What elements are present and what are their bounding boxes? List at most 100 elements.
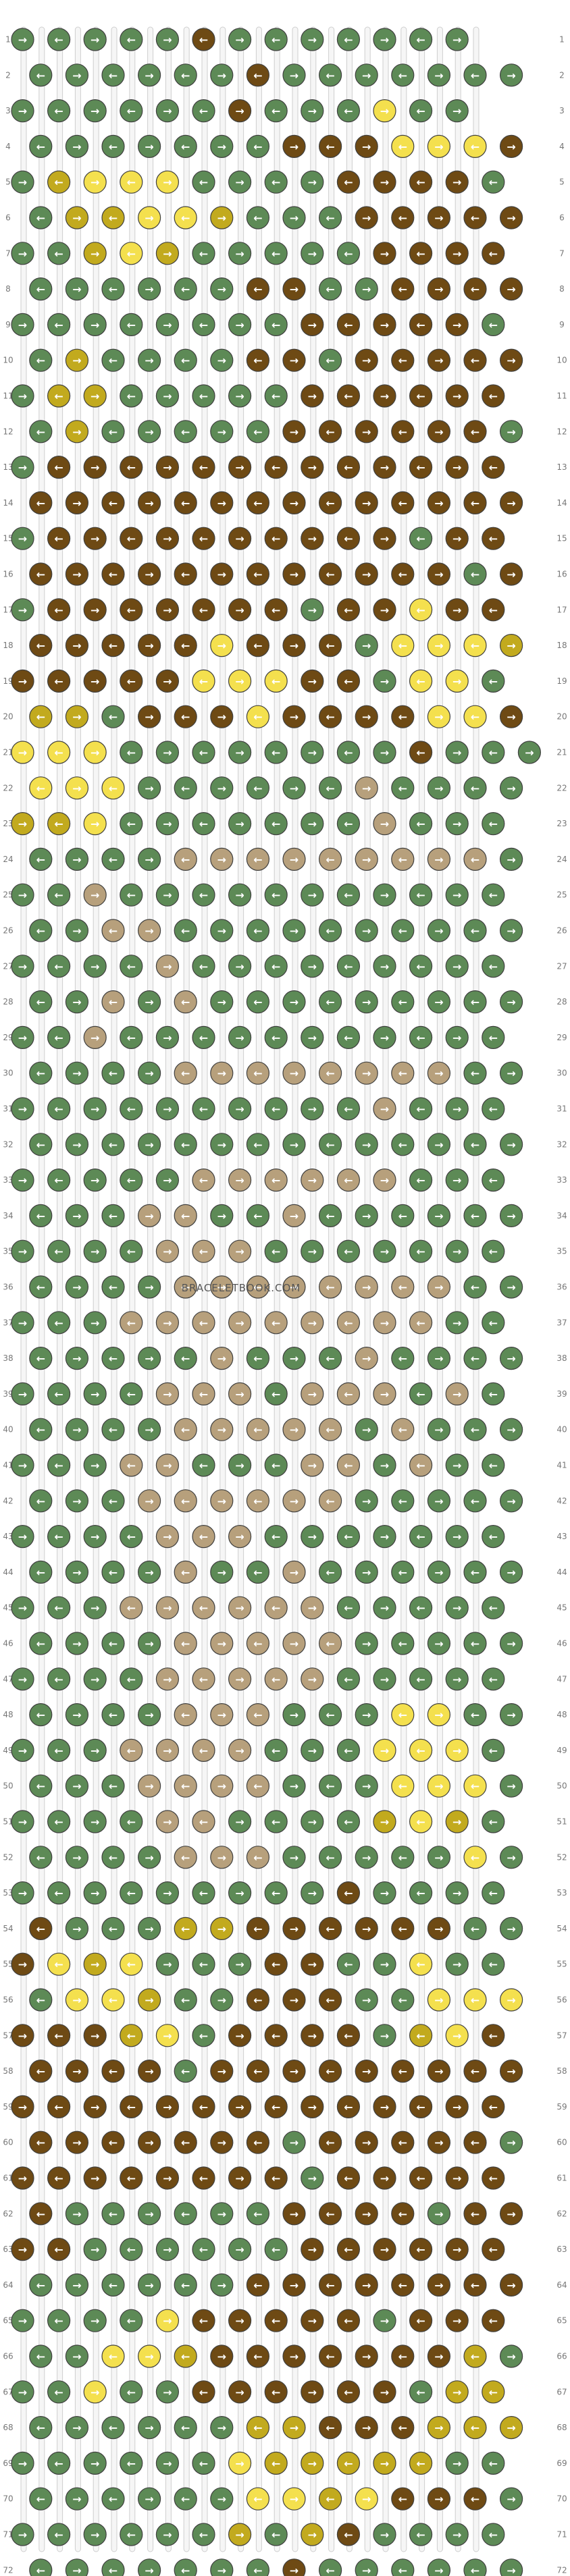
knot: ←: [120, 1596, 143, 1619]
knot-arrow: ←: [54, 1031, 63, 1044]
knot-arrow: →: [434, 1424, 443, 1437]
knot: ←: [264, 811, 288, 836]
knot: ←: [319, 1061, 342, 1085]
knot-arrow: ←: [471, 497, 480, 510]
knot-arrow: ←: [36, 853, 45, 866]
knot: ←: [319, 847, 342, 871]
knot-arrow: ←: [471, 1566, 480, 1579]
knot-arrow: ←: [416, 34, 425, 47]
knot-arrow: ←: [127, 1530, 136, 1543]
knot-arrow: ←: [416, 1031, 425, 1044]
knot: ←: [391, 1703, 415, 1727]
knot: ←: [409, 2309, 433, 2332]
knot: ←: [319, 705, 342, 728]
knot-arrow: ←: [36, 2207, 45, 2220]
knot-arrow: →: [434, 639, 443, 652]
knot-arrow: →: [145, 782, 153, 795]
knot-arrow: ←: [127, 1174, 136, 1187]
knot: ←: [192, 384, 215, 408]
knot: ←: [319, 2273, 342, 2297]
knot-arrow: ←: [398, 1851, 407, 1864]
row-number-right: 28: [556, 997, 567, 1007]
knot: ←: [101, 277, 125, 301]
knot: →: [499, 633, 523, 658]
knot-arrow: ←: [344, 1388, 353, 1401]
knot-arrow: ←: [416, 1316, 425, 1329]
knot-arrow: ←: [109, 1566, 118, 1579]
knot-arrow: ←: [344, 2101, 353, 2114]
knot: ←: [101, 1489, 125, 1513]
knot-arrow: ←: [344, 390, 353, 403]
knot-arrow: →: [18, 1744, 27, 1757]
knot: →: [83, 384, 107, 408]
knot: →: [138, 1632, 161, 1655]
knot-arrow: →: [163, 747, 172, 759]
knot: ←: [174, 2416, 197, 2440]
knot: →: [373, 883, 396, 907]
knot: ←: [336, 1025, 361, 1050]
knot-arrow: ←: [109, 1352, 118, 1365]
knot: ←: [409, 28, 433, 51]
knot: →: [427, 705, 451, 728]
knot: ←: [319, 1988, 342, 2012]
knot-arrow: ←: [344, 1459, 353, 1472]
knot: →: [65, 1560, 89, 1584]
knot-arrow: ←: [344, 1316, 353, 1329]
row-number-right: 42: [556, 1496, 567, 1505]
knot: →: [11, 170, 34, 194]
knot: ←: [246, 847, 269, 871]
knot: →: [499, 1346, 523, 1370]
knot: ←: [391, 847, 415, 871]
string-line: [165, 26, 172, 2552]
knot-arrow: ←: [398, 1067, 407, 1080]
knot-arrow: →: [145, 2564, 153, 2576]
knot: →: [499, 2130, 523, 2154]
knot: →: [83, 99, 107, 123]
knot-arrow: ←: [253, 1138, 262, 1151]
knot: ←: [120, 955, 143, 978]
knot: →: [210, 348, 234, 372]
knot-arrow: ←: [416, 1744, 425, 1757]
knot: →: [210, 420, 234, 444]
knot: →: [301, 455, 324, 479]
knot: →: [83, 1097, 107, 1121]
knot-arrow: →: [434, 1281, 443, 1294]
knot: ←: [174, 348, 197, 372]
knot: ←: [482, 1311, 505, 1335]
knot: →: [445, 384, 469, 408]
knot-arrow: ←: [471, 568, 480, 581]
knot-arrow: →: [434, 853, 443, 866]
knot: →: [445, 1097, 469, 1121]
row-number-right: 50: [556, 1781, 567, 1791]
knot-arrow: →: [452, 1245, 461, 1258]
knot: →: [282, 1846, 306, 1869]
knot-arrow: ←: [271, 390, 280, 403]
knot-arrow: →: [362, 283, 371, 296]
knot-arrow: →: [452, 747, 461, 759]
knot-arrow: ←: [54, 1958, 63, 1971]
knot-arrow: →: [452, 2172, 461, 2185]
knot: →: [65, 1204, 89, 1228]
knot: ←: [409, 527, 433, 550]
knot-arrow: →: [380, 1459, 389, 1472]
knot: →: [210, 277, 234, 301]
row-number-left: 34: [3, 1211, 13, 1220]
knot-arrow: →: [90, 1031, 99, 1044]
knot: →: [11, 2238, 34, 2261]
knot: ←: [319, 420, 342, 444]
knot-arrow: →: [217, 782, 226, 795]
knot-arrow: ←: [181, 2351, 190, 2363]
knot-arrow: →: [72, 2493, 81, 2506]
knot-arrow: ←: [471, 639, 480, 652]
knot: ←: [120, 1097, 143, 1121]
knot-arrow: ←: [398, 425, 407, 438]
knot: →: [138, 2558, 161, 2576]
knot: →: [499, 1133, 523, 1156]
knot-arrow: ←: [127, 247, 136, 260]
knot: →: [155, 2309, 179, 2332]
knot: ←: [101, 1133, 125, 1156]
knot-arrow: →: [434, 1780, 443, 1793]
knot: ←: [463, 2344, 487, 2368]
knot-arrow: ←: [54, 390, 63, 403]
knot: ←: [463, 1346, 487, 1370]
